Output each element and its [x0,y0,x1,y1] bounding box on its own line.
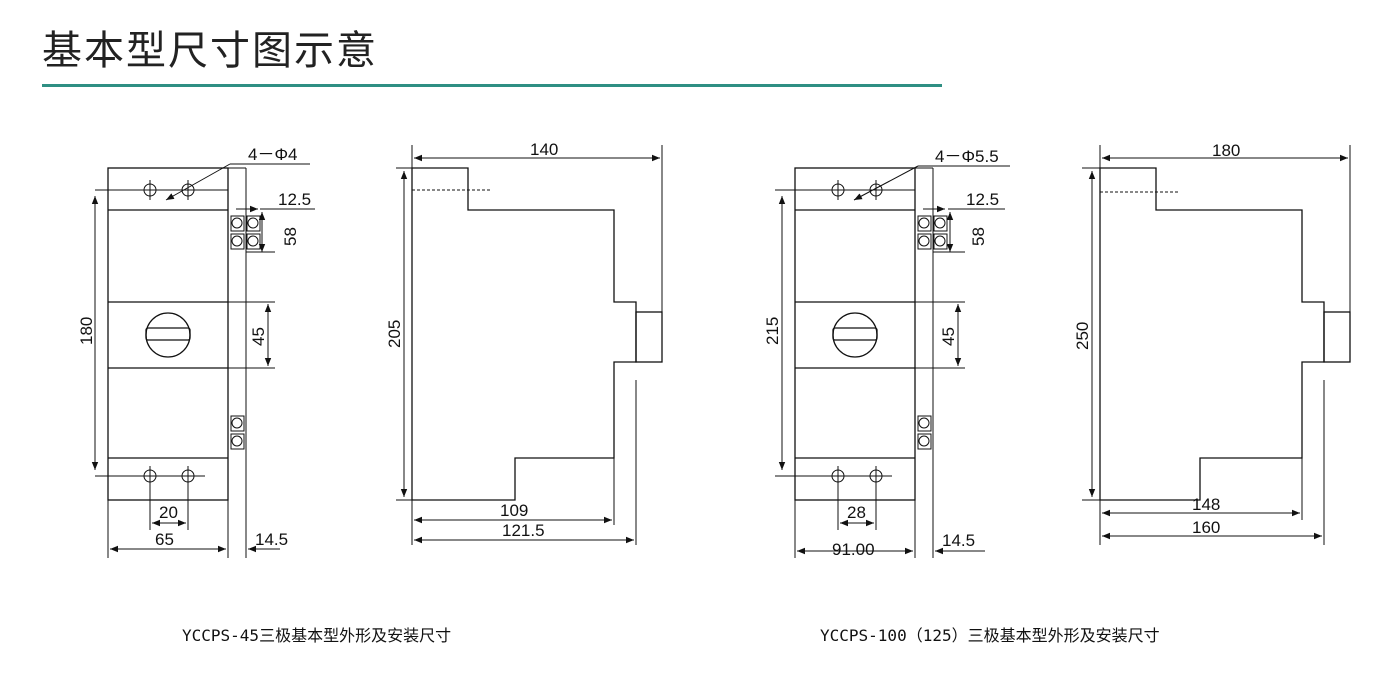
d2-terminal-strip [914,167,948,558]
d2-side-offset-label: 12.5 [966,190,999,209]
d1-caption: YCCPS-45三极基本型外形及安装尺寸 [182,626,451,645]
d1-knob-height-label: 45 [249,327,268,346]
d2-mount-holes [775,180,915,486]
d2-hole-label: 4－Φ5.5 [935,147,999,166]
d2-dimension-lines [778,165,1010,558]
d1-base-depth-label: 109 [500,501,528,520]
d1-mount-holes [95,180,228,486]
d1-side-dimension-lines [396,145,663,545]
d1-side-height-total-label: 205 [385,320,404,348]
d1-depth-label: 140 [530,140,558,159]
d2-side-height-total-label: 250 [1073,322,1092,350]
d1-height-label: 180 [77,317,96,345]
d1-front-view: 4－Φ4 12.5 58 180 45 20 65 14.5 [77,145,315,558]
d1-side-offset-label: 12.5 [278,190,311,209]
d2-side-dimension-lines [1082,145,1351,545]
page-title: 基本型尺寸图示意 [42,28,378,74]
d2-caption: YCCPS-100（125）三极基本型外形及安装尺寸 [820,626,1160,645]
d1-terminal-strip [227,167,261,558]
d1-total-depth-label: 121.5 [502,521,545,540]
d2-height-label: 215 [763,317,782,345]
d2-side-width-label: 14.5 [942,531,975,550]
d1-hole-spacing-label: 20 [159,503,178,522]
d2-side-view: 180 250 148 160 [1073,141,1351,545]
d2-knob-height-label: 45 [939,327,958,346]
title-divider [42,84,942,87]
d1-side-width-label: 14.5 [255,530,288,549]
d2-depth-label: 180 [1212,141,1240,160]
d1-rotary-knob [145,312,191,358]
d2-hole-spacing-label: 28 [847,503,866,522]
d1-side-view: 140 205 109 121.5 [385,140,663,545]
d2-side-height-label: 58 [969,227,988,246]
d2-front-view: 4－Φ5.5 12.5 58 215 45 28 91.00 14.5 [763,147,1010,559]
d2-rotary-knob [832,312,878,358]
d2-base-depth-label: 148 [1192,495,1220,514]
d2-width-label: 91.00 [832,540,875,559]
d2-total-depth-label: 160 [1192,518,1220,537]
d1-width-label: 65 [155,530,174,549]
d1-side-height-label: 58 [281,227,300,246]
d1-hole-label: 4－Φ4 [248,145,297,164]
d1-dimension-lines [91,163,315,558]
